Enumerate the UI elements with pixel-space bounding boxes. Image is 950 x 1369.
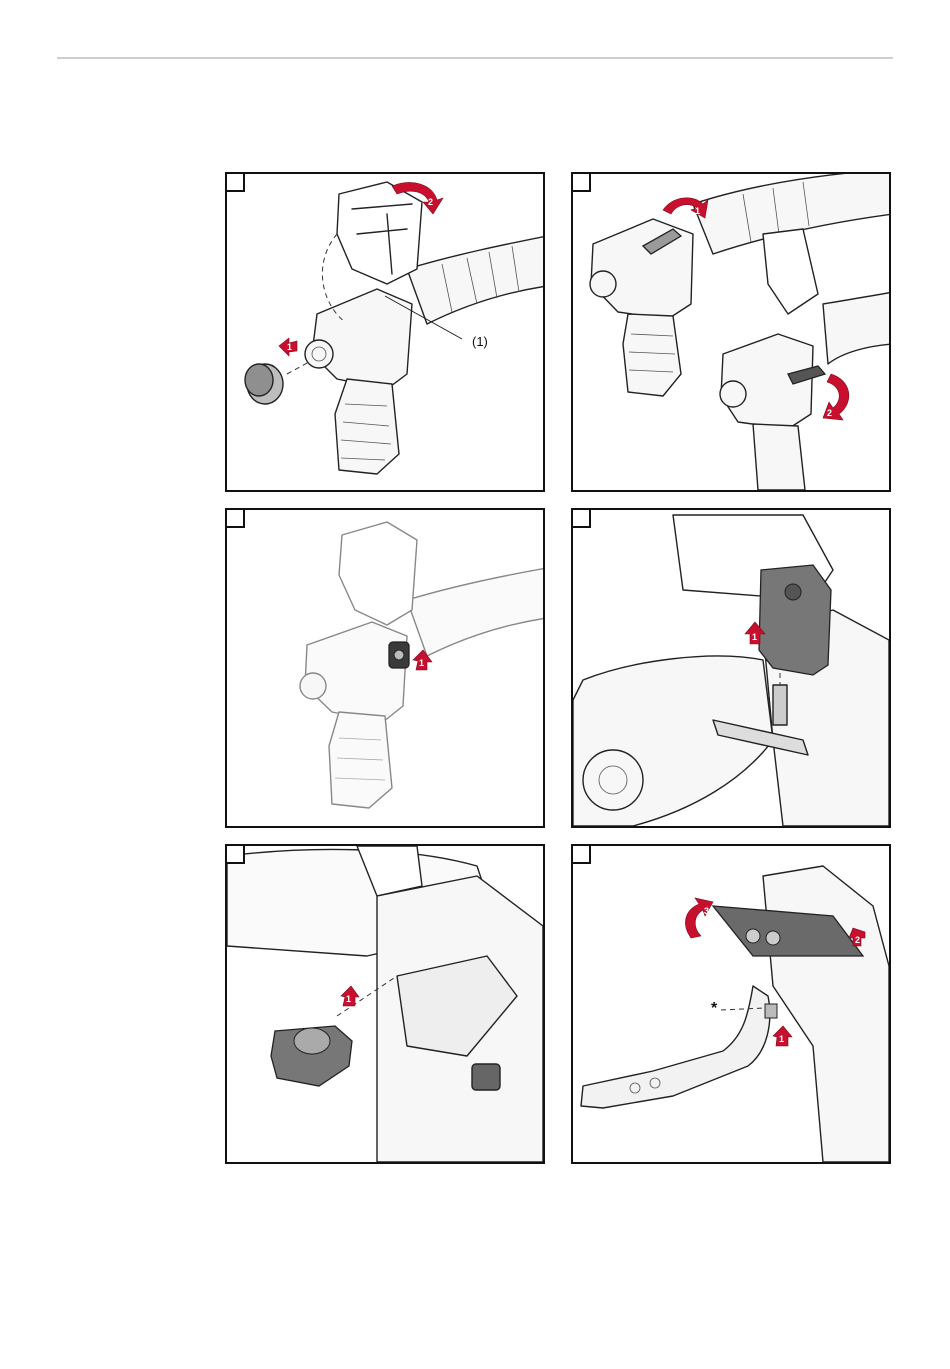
step-marker	[227, 510, 245, 528]
svg-text:1: 1	[287, 342, 292, 352]
torch-closeup-block-drawing: 1	[573, 510, 889, 826]
svg-text:2: 2	[855, 935, 860, 945]
step-marker	[573, 846, 591, 864]
callout-asterisk: *	[711, 1000, 717, 1018]
torch-remove-cap-drawing: 1 2	[227, 174, 543, 490]
illustration-panel-5: 1	[225, 844, 545, 1164]
step-arrow-icon: 1	[773, 1026, 792, 1046]
torch-lever-drawing: 1 2	[573, 174, 889, 490]
torch-insert-part-drawing: 1	[227, 510, 543, 826]
svg-text:2: 2	[827, 408, 832, 418]
rotate-arrow-icon: 2	[823, 374, 849, 420]
svg-text:1: 1	[346, 994, 351, 1004]
torch-remove-module-drawing: 1	[227, 846, 543, 1162]
rotate-arrow-icon: 3	[685, 898, 713, 938]
svg-text:1: 1	[779, 1034, 784, 1044]
svg-text:2: 2	[428, 197, 433, 207]
step-marker	[227, 846, 245, 864]
illustration-panel-6: 3 2 1 *	[571, 844, 891, 1164]
callout-1: (1)	[472, 334, 488, 349]
step-marker	[573, 510, 591, 528]
step-marker	[573, 174, 591, 192]
illustration-panel-3: 1	[225, 508, 545, 828]
illustration-panel-1: 1 2 (1)	[225, 172, 545, 492]
step-arrow-icon: 1	[279, 338, 297, 356]
illustration-panel-4: 1	[571, 508, 891, 828]
svg-text:1: 1	[752, 632, 757, 642]
step-marker	[227, 174, 245, 192]
illustration-panel-2: 1 2	[571, 172, 891, 492]
svg-text:1: 1	[419, 658, 424, 668]
svg-text:3: 3	[704, 906, 709, 916]
torch-wrench-drawing: 3 2 1	[573, 846, 889, 1162]
svg-text:1: 1	[695, 206, 700, 216]
header-rule	[57, 57, 893, 59]
step-arrow-icon: 1	[341, 986, 359, 1006]
